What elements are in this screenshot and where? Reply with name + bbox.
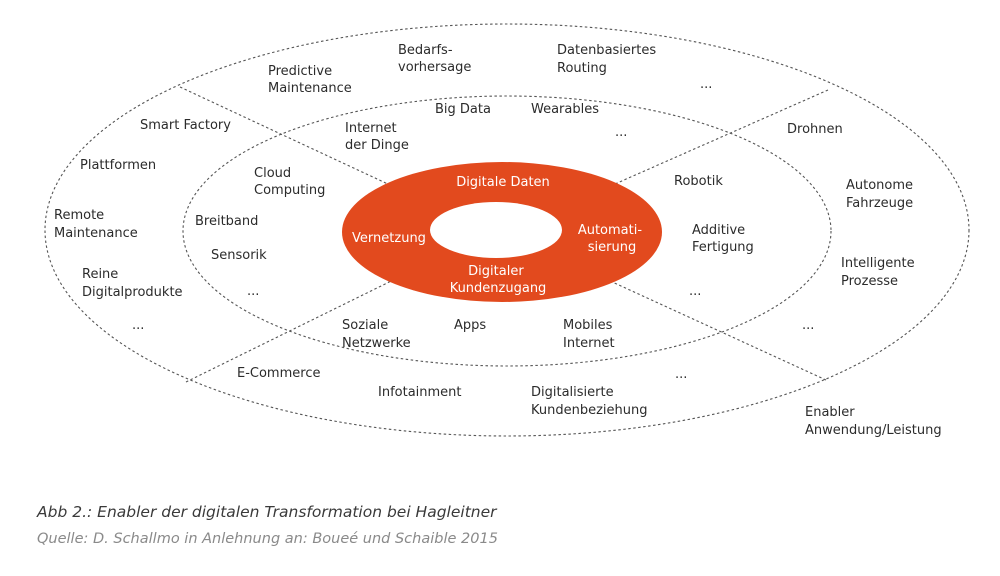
outer-left-item: ... <box>132 318 144 333</box>
inner-right-item: ... <box>689 284 701 299</box>
inner-left-item: ... <box>247 284 259 299</box>
core-label-left: Vernetzung <box>352 231 426 246</box>
outer-left-item: Plattformen <box>80 158 156 173</box>
inner-top-item: Internet der Dinge <box>345 121 409 153</box>
inner-bottom-item: Apps <box>454 318 486 333</box>
core-label-top: Digitale Daten <box>456 175 550 190</box>
legend-label: Enabler Anwendung/Leistung <box>805 405 942 438</box>
outer-top-item: ... <box>700 77 712 92</box>
divider-bottom-right <box>559 257 827 381</box>
inner-right-item: Robotik <box>674 174 723 189</box>
outer-top-item: Predictive Maintenance <box>268 64 352 96</box>
outer-ellipse <box>44 23 970 437</box>
inner-left-item: Breitband <box>195 214 258 229</box>
outer-left-item: Reine Digitalprodukte <box>82 267 183 300</box>
inner-top-item: Wearables <box>531 102 599 117</box>
outer-bottom-item: Digitalisierte Kundenbeziehung <box>531 385 648 418</box>
outer-bottom-item: E-Commerce <box>237 366 320 381</box>
inner-bottom-item: Mobiles Internet <box>563 318 617 351</box>
figure-caption: Abb 2.: Enabler der digitalen Transforma… <box>37 503 497 521</box>
inner-right-item: Additive Fertigung <box>692 223 754 255</box>
outer-left-item: Smart Factory <box>140 118 231 133</box>
outer-right-item: Intelligente Prozesse <box>841 256 919 289</box>
outer-right-item: Drohnen <box>787 122 843 137</box>
outer-right-item: Autonome Fahrzeuge <box>846 178 917 211</box>
inner-bottom-item: Soziale Netzwerke <box>342 318 411 351</box>
outer-bottom-item: Infotainment <box>378 385 462 400</box>
inner-top-item: ... <box>615 125 627 140</box>
figure-source: Quelle: D. Schallmo in Anlehnung an: Bou… <box>37 531 498 547</box>
core-label-right: Automati- sierung <box>578 223 646 255</box>
outer-bottom-item: ... <box>675 367 687 382</box>
inner-top-item: Big Data <box>435 102 491 117</box>
inner-left-item: Sensorik <box>211 248 267 263</box>
inner-left-item: Cloud Computing <box>254 166 325 198</box>
outer-left-item: Remote Maintenance <box>54 208 138 241</box>
inner-ellipse <box>182 95 832 367</box>
core-hole <box>430 202 562 258</box>
outer-top-item: Datenbasiertes Routing <box>557 43 660 76</box>
core-label-bottom: Digitaler Kundenzugang <box>450 264 547 296</box>
outer-right-item: ... <box>802 318 814 333</box>
enabler-diagram: Digitale Daten Vernetzung Automati- sier… <box>44 23 970 438</box>
outer-top-item: Bedarfs- vorhersage <box>398 43 471 75</box>
